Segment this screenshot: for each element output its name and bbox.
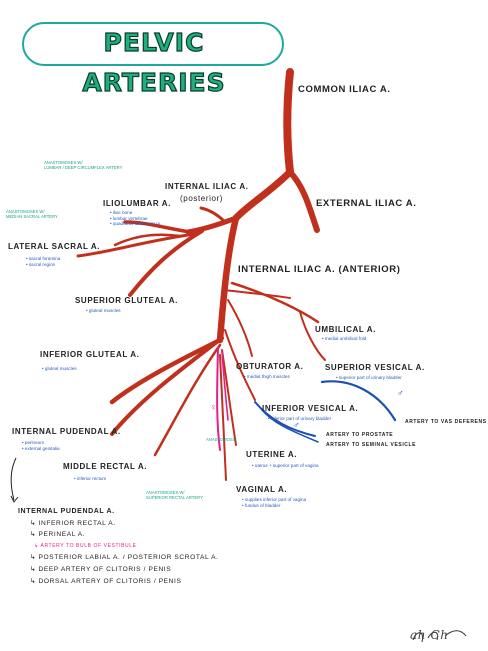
- common-iliac-trunk: [283, 68, 294, 176]
- label-artery-vas-deferens: ARTERY TO VAS DEFERENS: [405, 419, 487, 425]
- label-common-iliac: COMMON ILIAC a.: [298, 84, 391, 95]
- pink-branch-2: [221, 351, 229, 421]
- internal-pudendal-artery: [110, 336, 224, 436]
- label-lateral-sacral: LATERAL SACRAL a.: [8, 242, 101, 251]
- note-inferior-gluteal: • gluteal muscles: [42, 366, 77, 371]
- vaginal-artery: [219, 354, 227, 481]
- male-symbol-prostate: ♂: [293, 420, 300, 430]
- note-lateral-sacral: • sacral foramina• sacral region: [26, 256, 61, 267]
- label-posterior-sub: (posterior): [180, 194, 224, 203]
- label-external-iliac: EXTERNAL ILIAC a.: [316, 198, 417, 209]
- page-title: PELVIC ARTERIES: [82, 27, 226, 97]
- posterior-to-posterior-label: [199, 206, 227, 224]
- list-item: ↳ DEEP ARTERY OF CLITORIS / PENIS: [30, 565, 172, 573]
- vas-deferens-branch: [320, 380, 397, 422]
- label-inferior-vesical: INFERIOR VESICAL a.: [262, 404, 359, 413]
- title-badge: [22, 22, 284, 66]
- obturator-artery: [227, 299, 253, 357]
- pointer-arrowhead: [10, 495, 19, 503]
- list-item: ↳ INFERIOR RECTAL a.: [30, 519, 116, 527]
- anterior-division: [216, 214, 240, 344]
- posterior-division: [185, 215, 239, 235]
- label-internal-pudendal: INTERNAL PUDENDAL a.: [12, 427, 121, 436]
- label-obturator: OBTURATOR a.: [236, 362, 304, 371]
- inferior-gluteal-artery: [109, 337, 223, 405]
- list-item: ↳ PERINEAL a.: [30, 531, 86, 539]
- label-vaginal: VAGINAL a.: [236, 485, 288, 494]
- list-item: ↳ DORSAL ARTERY OF CLITORIS / PENIS: [30, 577, 182, 585]
- iliolumbar-artery: [123, 220, 192, 234]
- note-internal-pudendal: • perineum• external genitalia: [22, 440, 60, 451]
- note-inferior-vesical: • inferior part of urinary bladder: [268, 416, 332, 421]
- inferior-vesical-artery: [224, 329, 256, 401]
- superior-gluteal-artery: [128, 229, 204, 297]
- label-internal-iliac-posterior: INTERNAL ILIAC a.: [165, 182, 249, 191]
- label-inferior-gluteal: INFERIOR GLUTEAL a.: [40, 350, 140, 359]
- label-artery-prostate: ARTERY TO PROSTATE: [326, 432, 394, 438]
- label-uterine: UTERINE a.: [246, 450, 298, 459]
- pudendal-branch-list: INTERNAL PUDENDAL a. ↳ INFERIOR RECTAL a…: [18, 506, 219, 587]
- middle-rectal-artery: [153, 343, 222, 457]
- external-iliac-branch: [287, 169, 320, 233]
- internal-iliac-branch: [232, 168, 294, 222]
- signature-mark: [412, 630, 467, 643]
- male-symbol-vas: ♂: [397, 388, 404, 398]
- umbilical-to-superior-vesical: [299, 311, 326, 361]
- note-superior-vesical: • superior part of urinary bladder: [336, 375, 402, 380]
- umbilical-artery: [230, 281, 320, 324]
- label-middle-rectal: MIDDLE RECTAL a.: [63, 462, 148, 471]
- lateral-sacral-sub: [113, 233, 182, 247]
- list-item: ↳ POSTERIOR LABIAL a. / POSTERIOR SCROTA…: [30, 554, 219, 562]
- label-superior-gluteal: SUPERIOR GLUTEAL a.: [75, 296, 178, 305]
- label-iliolumbar: ILIOLUMBAR a.: [103, 199, 171, 208]
- label-umbilical: UMBILICAL a.: [315, 325, 376, 334]
- pointer-arrow: [10, 457, 17, 501]
- list-item: ↳ ARTERY TO BULB OF VESTIBULE: [34, 542, 137, 549]
- inferior-gluteal-sub: [223, 289, 291, 299]
- note-umbilical: • medial umbilical fold: [322, 336, 367, 341]
- note-iliolumbar: • iliac bone• lumbar vertebrae• quadratu…: [110, 210, 162, 227]
- anastomosis-uterine: ANASTOMOSIS: [206, 437, 237, 442]
- label-internal-iliac-anterior: INTERNAL ILIAC a. (anterior): [238, 264, 401, 275]
- pink-branch-main: [216, 347, 221, 451]
- female-symbol: ♀: [210, 402, 217, 412]
- seminal-vesicle-branch: [261, 409, 319, 443]
- note-middle-rectal: • inferior rectum: [74, 476, 107, 481]
- signature: ah Ch: [410, 628, 449, 642]
- note-superior-gluteal: • gluteal muscles: [86, 308, 121, 313]
- label-superior-vesical: SUPERIOR VESICAL a.: [325, 363, 425, 372]
- label-artery-seminal-vesicle: ARTERY TO SEMINAL VESICLE: [326, 442, 417, 448]
- anastomoses-top: ANASTOMOSES w/LUMBAR / DEEP CIRCUMFLEX A…: [44, 160, 123, 170]
- note-obturator: • medial thigh muscles: [244, 374, 290, 379]
- uterine-artery: [221, 349, 237, 446]
- prostate-branch: [254, 401, 316, 437]
- note-vaginal: • supplies inferior part of vagina• fund…: [242, 497, 307, 508]
- list-heading: INTERNAL PUDENDAL a.: [18, 508, 115, 515]
- note-uterine: • uterus + superior part of vagina: [252, 463, 319, 468]
- anastomoses-rectal: ANASTOMOSES w/SUPERIOR RECTAL ARTERY: [146, 490, 203, 500]
- anastomoses-sacral: ANASTOMOSES w/MEDIAN SACRAL ARTERY: [6, 209, 58, 219]
